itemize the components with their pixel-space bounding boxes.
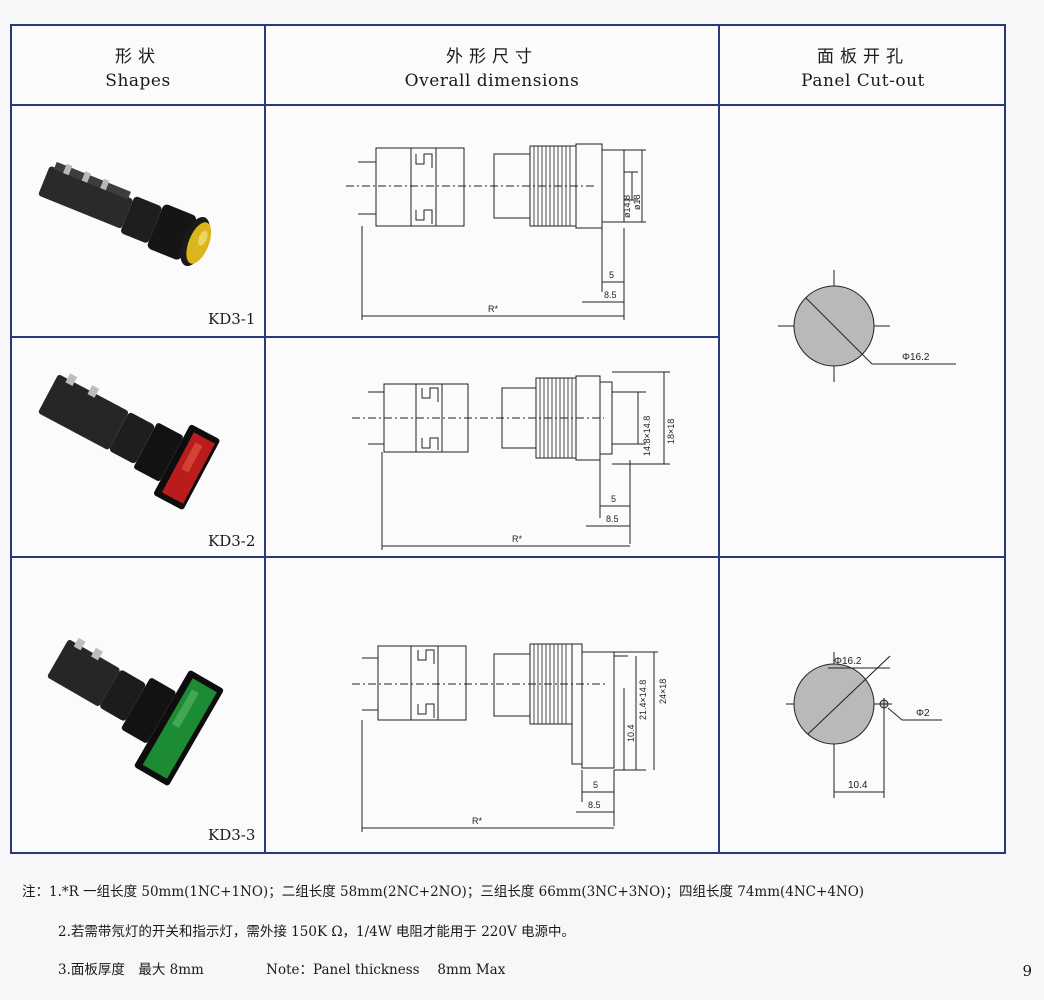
note-3-zh: 3.面板厚度 最大 8mm xyxy=(58,962,204,978)
header-dims-zh: 外形尺寸 xyxy=(446,47,538,67)
header-cutout-zh: 面板开孔 xyxy=(817,47,909,67)
dimension-drawing-kd3-2: 14.8×14.8 18×18 5 8.5 R* xyxy=(266,338,718,556)
dim-r: R* xyxy=(472,816,482,826)
dim-r: R* xyxy=(512,534,522,544)
note-3-en: Note：Panel thickness 8mm Max xyxy=(266,962,506,978)
row-divider xyxy=(12,556,1004,558)
header-shapes: 形状 Shapes xyxy=(12,26,264,104)
cutout-keyed: Φ16.2 Φ2 10.4 xyxy=(720,558,1006,854)
cutout-pin-label: Φ2 xyxy=(916,708,930,719)
cutout-dia-label: Φ16.2 xyxy=(834,656,862,667)
lens-kd3-3 xyxy=(142,678,217,779)
model-label: KD3-3 xyxy=(208,826,256,844)
header-divider xyxy=(12,104,1004,106)
model-label: KD3-2 xyxy=(208,532,256,550)
dim-r: R* xyxy=(488,304,498,314)
dim-b: 8.5 xyxy=(604,290,617,300)
dim-a: 5 xyxy=(611,494,616,504)
spec-table: 形状 Shapes 外形尺寸 Overall dimensions 面板开孔 P… xyxy=(10,24,1006,854)
note-1-text: 1.*R 一组长度 50mm(1NC+1NO)；二组长度 58mm(2NC+2N… xyxy=(49,884,865,900)
dim-b: 8.5 xyxy=(606,514,619,524)
model-label: KD3-1 xyxy=(208,310,256,328)
column-divider xyxy=(264,26,266,852)
dim-d1: ø14.8 xyxy=(622,195,632,218)
header-cutout-en: Panel Cut-out xyxy=(801,71,925,91)
header-cutout: 面板开孔 Panel Cut-out xyxy=(720,26,1006,104)
dim-a: 5 xyxy=(609,270,614,280)
dim-d2: 24×18 xyxy=(658,679,668,704)
header-dimensions: 外形尺寸 Overall dimensions xyxy=(266,26,718,104)
page-number: 9 xyxy=(1022,962,1032,980)
dim-d2: 18×18 xyxy=(666,419,676,444)
dim-b: 8.5 xyxy=(588,800,601,810)
header-dims-en: Overall dimensions xyxy=(404,71,580,91)
row-divider xyxy=(12,336,720,338)
dim-d1: 21.4×14.8 xyxy=(638,680,648,720)
shape-photo-kd3-1: KD3-1 xyxy=(12,106,264,336)
shape-photo-kd3-3: KD3-3 xyxy=(12,558,264,854)
header-shapes-zh: 形状 xyxy=(115,47,161,67)
column-divider xyxy=(718,26,720,852)
note-1: 注：1.*R 一组长度 50mm(1NC+1NO)；二组长度 58mm(2NC+… xyxy=(22,880,864,900)
cutout-dia-label: Φ16.2 xyxy=(902,352,930,363)
dim-d1: 14.8×14.8 xyxy=(642,416,652,456)
note-prefix: 注： xyxy=(22,884,49,900)
note-2: 2.若需带氖灯的开关和指示灯，需外接 150K Ω，1/4W 电阻才能用于 22… xyxy=(58,924,576,940)
dim-a: 5 xyxy=(593,780,598,790)
dim-d3: 10.4 xyxy=(626,724,636,742)
header-shapes-en: Shapes xyxy=(105,71,171,91)
dimension-drawing-kd3-1: ø14.8 ø18 5 8.5 R* xyxy=(266,106,718,336)
shape-photo-kd3-2: KD3-2 xyxy=(12,338,264,556)
dimension-drawing-kd3-3: 10.4 21.4×14.8 24×18 5 8.5 R* xyxy=(266,558,718,854)
cutout-hole xyxy=(793,663,875,745)
dim-d2: ø18 xyxy=(632,194,642,210)
cutout-offset-label: 10.4 xyxy=(848,780,868,791)
cutout-round: Φ16.2 xyxy=(720,106,1006,556)
note-3: 3.面板厚度 最大 8mm Note：Panel thickness 8mm M… xyxy=(58,958,505,978)
